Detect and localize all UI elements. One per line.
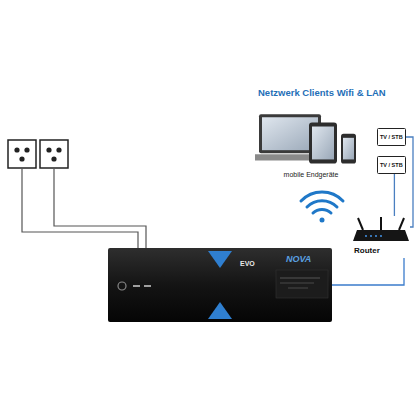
group-heading: Netzwerk Clients Wifi & LAN [258,88,386,98]
coax-cable [54,168,146,249]
network-cable [332,258,404,285]
tv-stb-box: TV / STB [377,128,406,146]
router: Router [352,216,410,258]
tv-stb-box: TV / STB [377,156,406,174]
node-label: mobile Endgeräte [255,171,367,179]
brand-label: NOVA [286,255,311,265]
node-label: TV / STB [380,134,403,140]
wall-socket [40,140,68,168]
wall-socket [8,140,36,168]
brand-label: EVO [240,260,255,268]
network-cable [406,137,413,227]
coax-cable [22,168,138,249]
mobile-devices-icon [255,108,367,180]
node-label: TV / STB [380,162,403,168]
mobile-devices: mobile Endgeräte [255,108,367,180]
wifi-symbol [301,192,343,223]
node-label: Router [354,247,380,256]
satellite-receiver: EVO NOVA [108,248,332,322]
network-cable [394,174,395,216]
